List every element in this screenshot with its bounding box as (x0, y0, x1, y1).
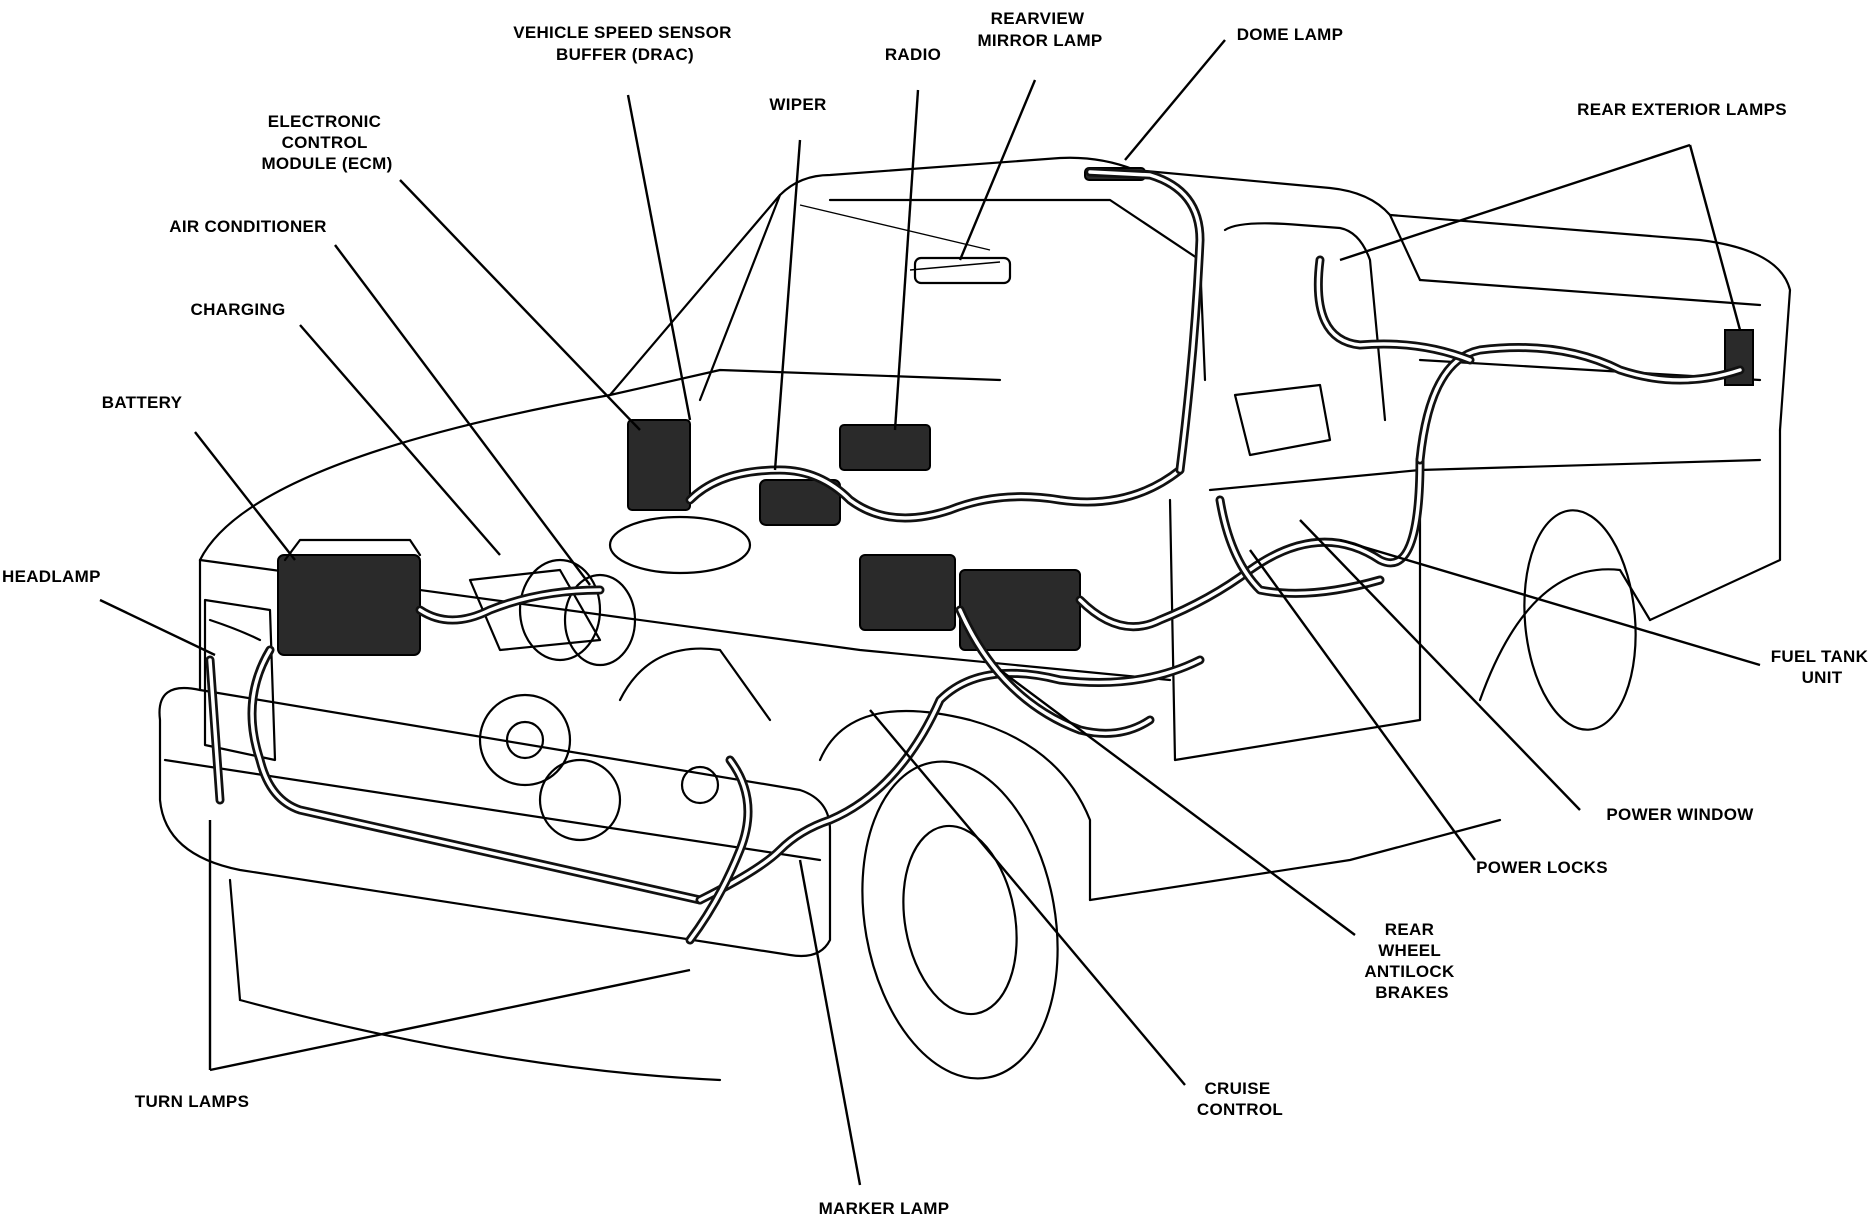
label-rear-exterior-lamps: REAR EXTERIOR LAMPS (1577, 100, 1787, 119)
label-cruise-control: CRUISE CONTROL (1197, 1079, 1283, 1119)
label-fuel-tank-unit: FUEL TANK UNIT (1771, 647, 1872, 687)
label-marker-lamp: MARKER LAMP (819, 1199, 950, 1216)
label-battery: BATTERY (102, 393, 183, 412)
label-charging: CHARGING (191, 300, 286, 319)
label-power-locks: POWER LOCKS (1476, 858, 1608, 877)
truck-body (158, 156, 1792, 1082)
wiring-harness (205, 167, 1745, 945)
leader-lines (99, 39, 1761, 1186)
label-radio: RADIO (885, 45, 941, 64)
label-wiper: WIPER (769, 95, 826, 114)
label-rearview-mirror-lamp: REARVIEW MIRROR LAMP (977, 9, 1102, 50)
label-vss: VEHICLE SPEED SENSOR BUFFER (DRAC) (513, 23, 737, 64)
engine-components (277, 419, 1081, 842)
label-dome-lamp: DOME LAMP (1237, 25, 1344, 44)
label-air-conditioner: AIR CONDITIONER (169, 217, 327, 236)
label-ecm: ELECTRONIC CONTROL MODULE (ECM) (261, 112, 392, 173)
label-rear-wheel-antilock-brakes: REAR WHEEL ANTILOCK BRAKES (1364, 920, 1459, 1002)
label-turn-lamps: TURN LAMPS (135, 1092, 249, 1111)
labels: VEHICLE SPEED SENSOR BUFFER (DRAC) REARV… (2, 9, 1872, 1216)
label-power-window: POWER WINDOW (1606, 805, 1754, 824)
label-headlamp: HEADLAMP (2, 567, 101, 586)
